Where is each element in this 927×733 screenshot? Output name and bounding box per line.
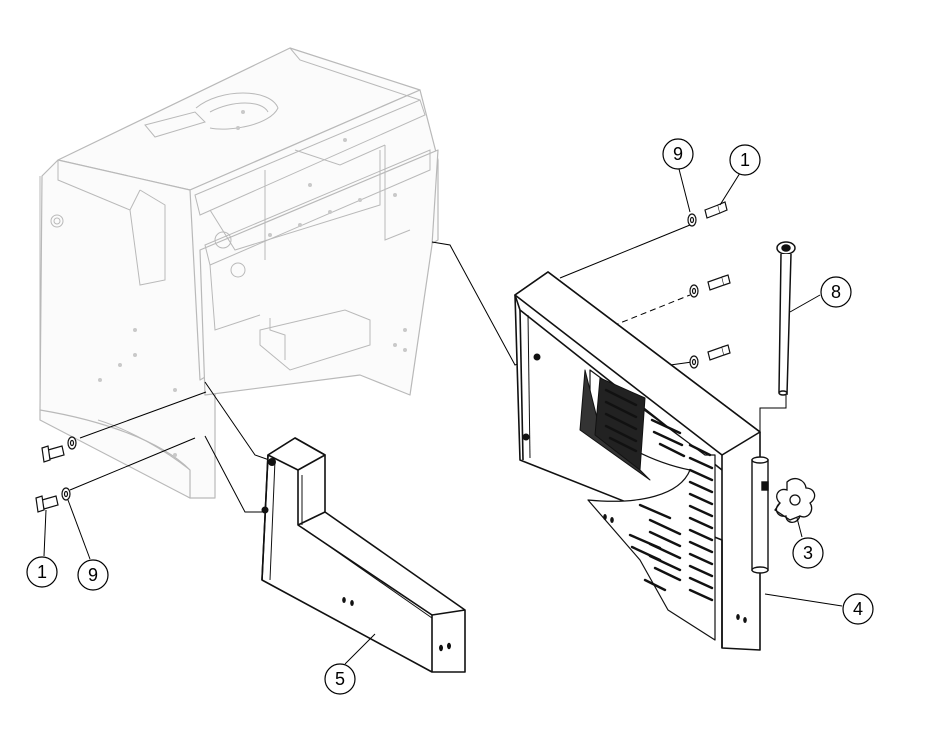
callout-8: 8 (820, 276, 852, 308)
side-cover-holes (522, 353, 747, 623)
ghost-frame-holes (98, 110, 407, 457)
callout-1-top: 1 (729, 144, 761, 176)
svg-text:5: 5 (335, 669, 345, 689)
bolt-icon (35, 201, 731, 513)
callout-1-bottom: 1 (26, 556, 58, 588)
svg-text:8: 8 (831, 282, 841, 302)
leg-bracket-part-5 (261, 437, 466, 673)
ghost-frame-details (39, 47, 431, 471)
ghost-frame-assembly (39, 47, 439, 499)
svg-text:9: 9 (88, 565, 98, 585)
side-cover-part-4 (514, 271, 761, 651)
callout-3: 3 (792, 537, 824, 569)
callout-9-top: 9 (662, 138, 694, 170)
leg-bracket-holes (261, 458, 451, 652)
star-knob-part-3 (774, 478, 816, 524)
callout-4: 4 (842, 593, 874, 625)
callout-leaders (43, 168, 843, 665)
svg-text:3: 3 (803, 543, 813, 563)
washer-icon (61, 213, 699, 501)
grill-slots (604, 388, 714, 602)
callout-5: 5 (324, 663, 356, 695)
callout-9-bottom: 9 (77, 559, 109, 591)
svg-text:9: 9 (673, 144, 683, 164)
svg-text:1: 1 (37, 562, 47, 582)
hinge-tube (751, 456, 769, 574)
svg-text:4: 4 (853, 599, 863, 619)
svg-text:1: 1 (740, 150, 750, 170)
pin-rod-part-8 (776, 241, 796, 396)
